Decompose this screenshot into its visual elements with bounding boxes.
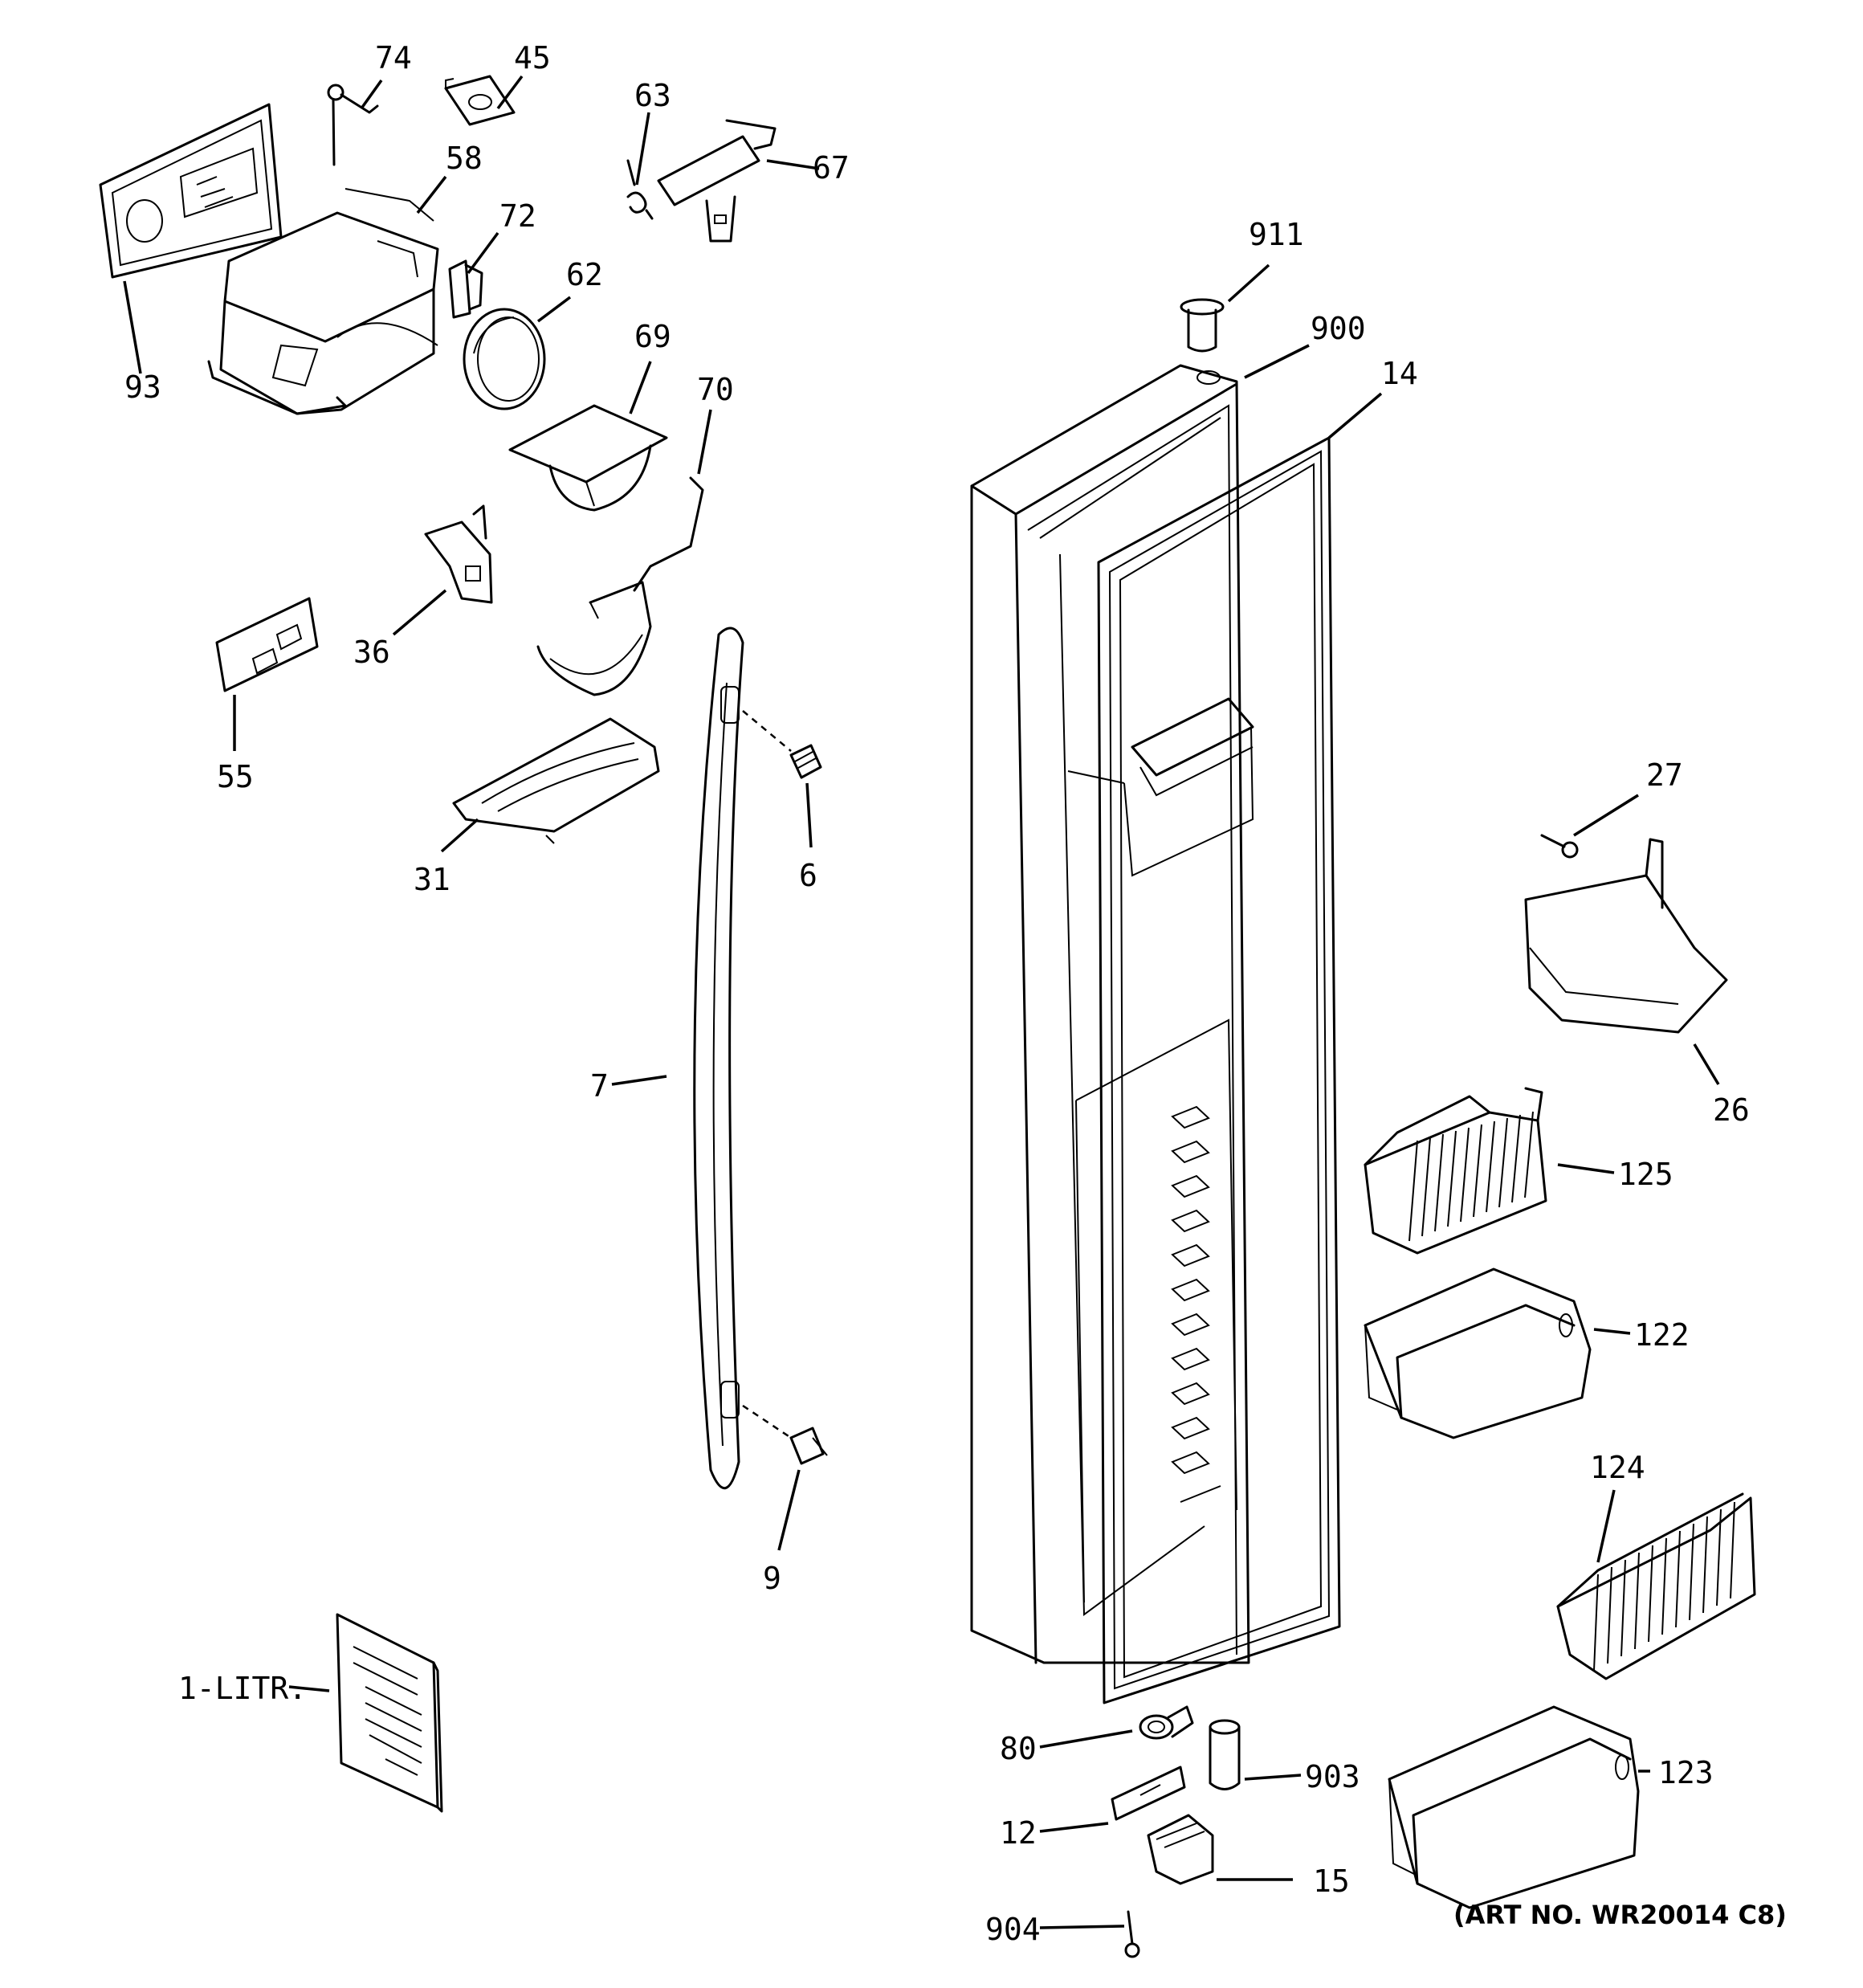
door-gasket-14 bbox=[1097, 436, 1341, 1704]
callout-55: 55 bbox=[217, 759, 254, 794]
door-fin bbox=[1171, 1140, 1210, 1164]
callout-74: 74 bbox=[375, 40, 412, 76]
leader-lines bbox=[123, 75, 1720, 1929]
callout-1-litr: 1-LITR. bbox=[178, 1671, 307, 1706]
bracket-36 bbox=[424, 504, 493, 604]
ring-62 bbox=[463, 308, 546, 410]
callout-9: 9 bbox=[763, 1561, 781, 1596]
callout-70: 70 bbox=[697, 372, 734, 407]
callout-903: 903 bbox=[1305, 1759, 1360, 1794]
screw-904 bbox=[1124, 1910, 1140, 1958]
callout-911: 911 bbox=[1249, 217, 1304, 252]
basket-wire bbox=[1511, 1114, 1521, 1203]
hinge-plate-12 bbox=[1111, 1766, 1186, 1821]
callout-80: 80 bbox=[1000, 1731, 1037, 1766]
callout-27: 27 bbox=[1646, 757, 1683, 793]
callout-62: 62 bbox=[566, 257, 603, 292]
hinge-15 bbox=[1147, 1814, 1214, 1885]
door-bin-123 bbox=[1388, 1705, 1640, 1909]
basket-wire bbox=[1593, 1574, 1599, 1672]
lever-arm-67 bbox=[657, 119, 777, 243]
basket-wire bbox=[1620, 1559, 1626, 1657]
pin-903 bbox=[1209, 1719, 1241, 1790]
callout-124: 124 bbox=[1590, 1450, 1645, 1485]
basket-wire bbox=[1408, 1140, 1418, 1242]
funnel-69 bbox=[508, 404, 668, 512]
basket-wire bbox=[1689, 1523, 1694, 1621]
callout-31: 31 bbox=[414, 862, 450, 897]
basket-wire bbox=[1434, 1133, 1444, 1232]
basket-wire bbox=[1648, 1545, 1653, 1643]
door-fin bbox=[1171, 1174, 1210, 1198]
door-shelf-fins bbox=[1171, 1105, 1210, 1475]
callout-69: 69 bbox=[634, 319, 671, 354]
callout-63: 63 bbox=[634, 78, 671, 113]
basket-wire bbox=[1473, 1124, 1482, 1218]
basket-wire bbox=[1607, 1566, 1612, 1664]
callout-36: 36 bbox=[353, 635, 390, 670]
switch-72 bbox=[448, 259, 483, 319]
basket-wire bbox=[1421, 1137, 1431, 1237]
door-fin bbox=[1171, 1382, 1210, 1406]
callout-6: 6 bbox=[799, 858, 817, 893]
bushing-80 bbox=[1139, 1705, 1194, 1740]
bushing-911 bbox=[1180, 298, 1225, 353]
drip-tray-31 bbox=[452, 717, 660, 844]
door-outer-900 bbox=[970, 364, 1250, 1664]
basket-wire bbox=[1716, 1508, 1722, 1606]
callout-15: 15 bbox=[1313, 1863, 1350, 1899]
callout-labels: 74 45 63 67 58 72 62 93 69 70 36 55 31 6… bbox=[124, 40, 1787, 1947]
screw-27 bbox=[1540, 834, 1579, 859]
literature-pack bbox=[336, 1613, 443, 1813]
callout-123: 123 bbox=[1658, 1755, 1714, 1790]
callout-14: 14 bbox=[1381, 356, 1418, 391]
wire-basket-125 bbox=[1364, 1087, 1547, 1255]
basket-wire bbox=[1675, 1530, 1681, 1628]
callout-125: 125 bbox=[1618, 1157, 1673, 1192]
basket-wire bbox=[1486, 1121, 1495, 1213]
callout-122: 122 bbox=[1634, 1317, 1690, 1353]
door-fin bbox=[1171, 1243, 1210, 1268]
door-fin bbox=[1171, 1278, 1210, 1302]
door-fin bbox=[1171, 1209, 1210, 1233]
basket-wire bbox=[1447, 1130, 1457, 1227]
actuator-arm-70 bbox=[536, 476, 704, 696]
dispenser-housing-58 bbox=[207, 188, 439, 415]
screw-9 bbox=[789, 1427, 828, 1465]
callout-904: 904 bbox=[985, 1912, 1041, 1947]
basket-wire bbox=[1702, 1516, 1708, 1614]
callout-12: 12 bbox=[1000, 1815, 1037, 1851]
basket-wire bbox=[1634, 1552, 1640, 1650]
door-fin bbox=[1171, 1416, 1210, 1440]
callout-93: 93 bbox=[124, 369, 161, 405]
bracket-45 bbox=[444, 75, 516, 126]
wire-basket-124 bbox=[1556, 1492, 1756, 1680]
basket-wire bbox=[1730, 1501, 1735, 1599]
callout-900: 900 bbox=[1311, 311, 1366, 346]
cover-26 bbox=[1524, 838, 1728, 1034]
spring-74 bbox=[327, 84, 379, 166]
basket-wire bbox=[1498, 1117, 1508, 1208]
control-board-55 bbox=[215, 597, 319, 692]
screw-6 bbox=[789, 744, 822, 779]
door-liner bbox=[1067, 697, 1254, 1603]
door-handle-7 bbox=[693, 627, 744, 1489]
door-fin bbox=[1171, 1451, 1210, 1475]
door-fin bbox=[1171, 1312, 1210, 1337]
callout-7: 7 bbox=[590, 1068, 609, 1104]
door-fin bbox=[1171, 1105, 1210, 1129]
door-bin-122 bbox=[1364, 1268, 1592, 1439]
door-fin bbox=[1171, 1347, 1210, 1371]
callout-45: 45 bbox=[514, 40, 551, 76]
basket-wire bbox=[1661, 1537, 1667, 1635]
callout-67: 67 bbox=[813, 150, 850, 186]
spring-63 bbox=[626, 159, 654, 220]
callout-72: 72 bbox=[499, 198, 536, 234]
basket-wire bbox=[1460, 1127, 1470, 1223]
art-number: (ART NO. WR20014 C8) bbox=[1453, 1900, 1787, 1930]
basket-wire bbox=[1524, 1111, 1534, 1198]
callout-58: 58 bbox=[446, 141, 483, 176]
callout-26: 26 bbox=[1713, 1092, 1750, 1128]
